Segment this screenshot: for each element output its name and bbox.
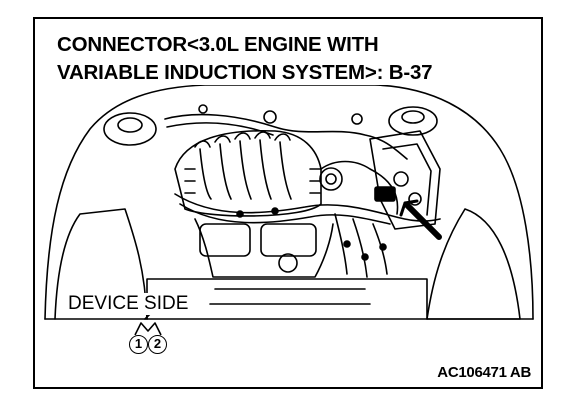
connector-dot-3 (379, 243, 387, 251)
connector-dot-1 (343, 240, 351, 248)
cap-1 (263, 110, 277, 124)
pin-1: 1 (129, 335, 148, 354)
strut-tower-left (103, 112, 157, 146)
cap-3 (198, 104, 208, 114)
harness-cowl (164, 113, 408, 160)
harness-drop-2 (352, 218, 368, 278)
connector-dot-5 (271, 207, 279, 215)
cap-2 (351, 113, 363, 125)
connector-dot-2 (361, 253, 369, 261)
relay-1 (393, 171, 409, 187)
strut-tower-left-inner (117, 117, 143, 133)
main-harness (174, 193, 441, 222)
connector-latch (134, 322, 162, 336)
valve-cover-left (199, 223, 251, 257)
runner-caps (194, 131, 291, 148)
air-intake-duct (320, 160, 399, 215)
engine-bay-illustration (44, 84, 534, 320)
main-harness-2 (179, 203, 391, 225)
pin-2: 2 (148, 335, 167, 354)
fender-left (54, 208, 148, 320)
throttle-body (319, 167, 343, 191)
oil-cap (278, 253, 298, 273)
valve-cover-right (260, 223, 317, 257)
connector-dot-4 (236, 210, 244, 218)
bumper-detail (209, 288, 371, 305)
battery-box-detail (382, 143, 432, 216)
harness-cowl-2 (166, 122, 274, 136)
engine-block (194, 218, 334, 278)
intake-runners (199, 139, 292, 200)
strut-tower-right (388, 106, 438, 136)
throttle-body-inner (325, 173, 337, 185)
device-side-label: DEVICE SIDE (65, 293, 193, 315)
diagram-frame: CONNECTOR<3.0L ENGINE WITH VARIABLE INDU… (33, 17, 543, 389)
strut-tower-right-inner (401, 110, 425, 124)
reference-code: AC106471 AB (433, 364, 531, 381)
relay-2 (408, 192, 422, 206)
title-line-1: CONNECTOR<3.0L ENGINE WITH (57, 33, 382, 57)
harness-drop-1 (334, 213, 348, 275)
target-connector (374, 186, 396, 202)
coil-row (184, 168, 321, 194)
connector-face-icon: 1 2 (121, 319, 179, 359)
fender-right (426, 208, 521, 320)
title-line-2: VARIABLE INDUCTION SYSTEM>: B-37 (57, 61, 436, 85)
body-outline (44, 84, 534, 320)
